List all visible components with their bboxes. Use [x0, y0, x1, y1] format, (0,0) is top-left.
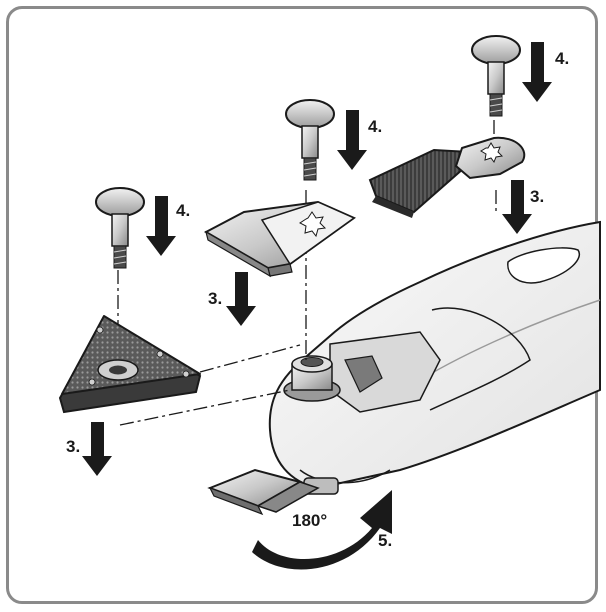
- delta-sanding-plate: [58, 315, 202, 414]
- mounted-blade: [207, 468, 320, 516]
- tool-spindle: [283, 355, 341, 402]
- arrow-down-icon: [146, 196, 176, 256]
- step-label-3-middle: 3.: [208, 289, 222, 308]
- arrow-down-icon: [522, 42, 552, 102]
- clamping-screw-middle: [285, 99, 335, 181]
- plunge-cut-blade: [203, 200, 356, 278]
- arrow-down-icon: [502, 180, 532, 234]
- saw-blade: [368, 136, 526, 218]
- arrow-down-icon: [226, 272, 256, 326]
- rotation-arrow: [252, 490, 392, 570]
- arrow-down-icon: [82, 422, 112, 476]
- step-label-3-right: 3.: [530, 187, 544, 206]
- rotation-angle-label: 180°: [292, 511, 327, 530]
- step-label-4-middle: 4.: [368, 117, 382, 136]
- clamping-screw-left: [95, 187, 145, 269]
- step-label-3-left: 3.: [66, 437, 80, 456]
- step-label-5: 5.: [378, 531, 392, 550]
- step-label-4-right: 4.: [555, 49, 569, 68]
- arrow-down-icon: [337, 110, 367, 170]
- multitool-body: [268, 220, 601, 495]
- step-label-4-left: 4.: [176, 201, 190, 220]
- clamping-screw-right: [471, 35, 521, 117]
